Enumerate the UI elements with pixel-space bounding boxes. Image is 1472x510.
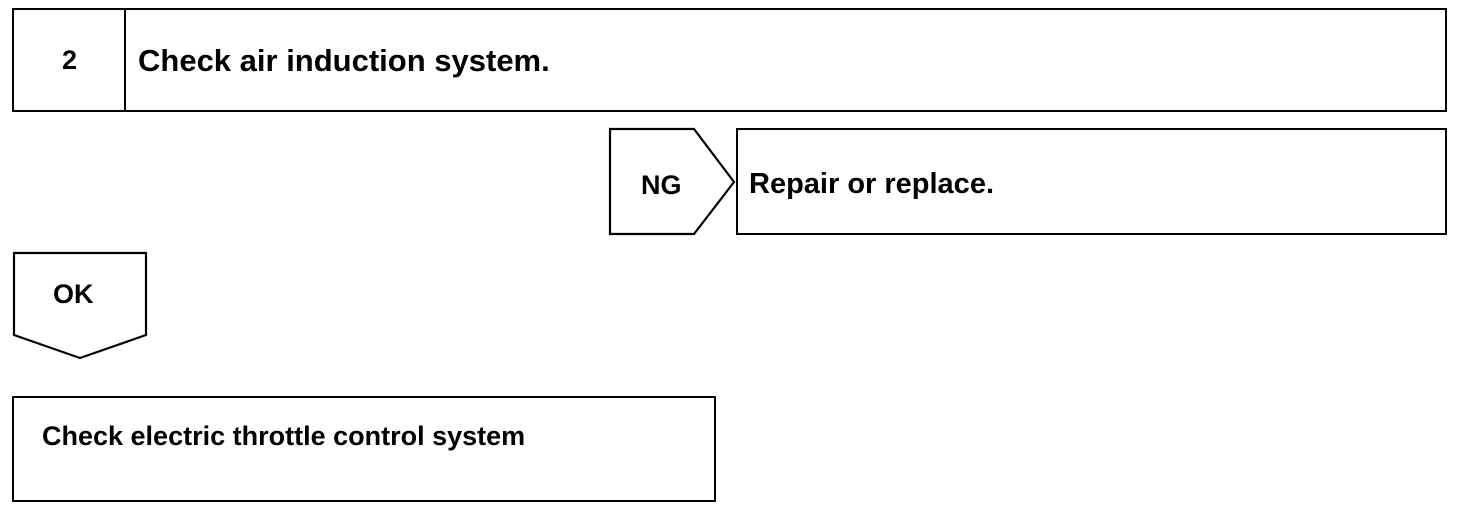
ok-arrow-shape [12, 251, 148, 360]
next-step-box [12, 396, 716, 502]
ng-arrow-shape [608, 127, 736, 236]
step-header-box [12, 8, 1447, 112]
ng-action-box [736, 128, 1447, 235]
step-number: 2 [62, 45, 78, 75]
ng-label: NG [641, 170, 682, 200]
ng-action-text: Repair or replace. [749, 168, 994, 200]
ok-label: OK [53, 279, 94, 309]
next-step-text: Check electric throttle control system [42, 421, 526, 451]
step-number-divider [124, 8, 126, 112]
step-title: Check air induction system. [138, 43, 550, 78]
